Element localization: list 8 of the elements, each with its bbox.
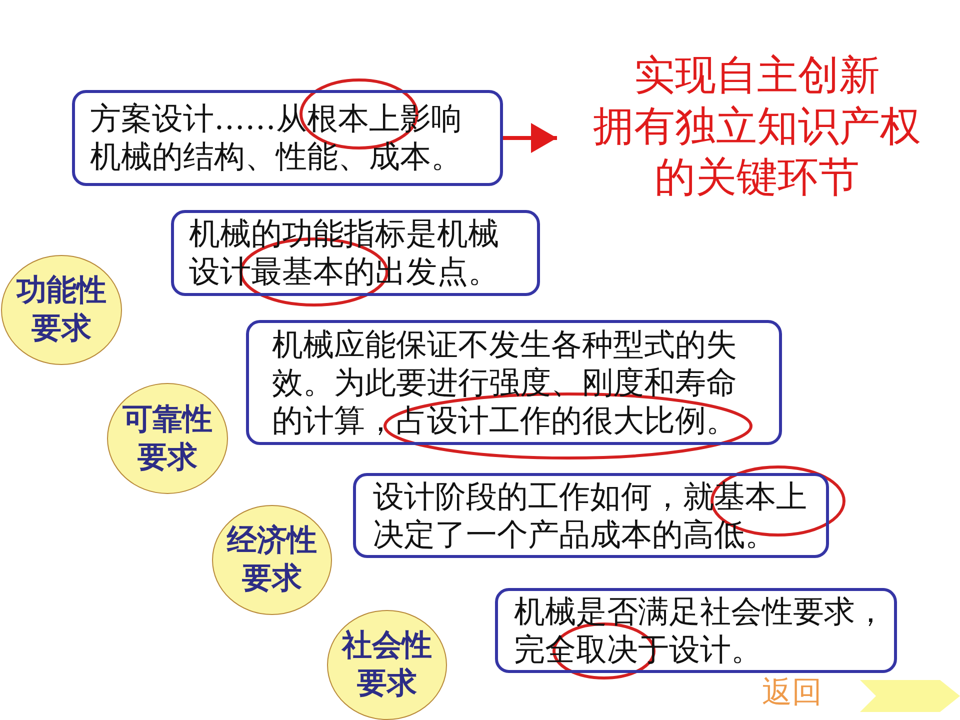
label-circle: 功能性要求 xyxy=(1,255,122,365)
label-circle: 可靠性要求 xyxy=(107,383,228,494)
label-circle: 社会性要求 xyxy=(327,610,447,720)
arrow xyxy=(503,123,557,153)
text-box: 机械应能保证不发生各种型式的失效。为此要进行强度、刚度和寿命的计算，占设计工作的很大比例。 xyxy=(246,320,782,445)
heading-text: 实现自主创新拥有独立知识产权的关键环节 xyxy=(557,50,957,203)
label-circle: 经济性要求 xyxy=(212,505,332,615)
back-link: 返回 xyxy=(762,674,822,712)
